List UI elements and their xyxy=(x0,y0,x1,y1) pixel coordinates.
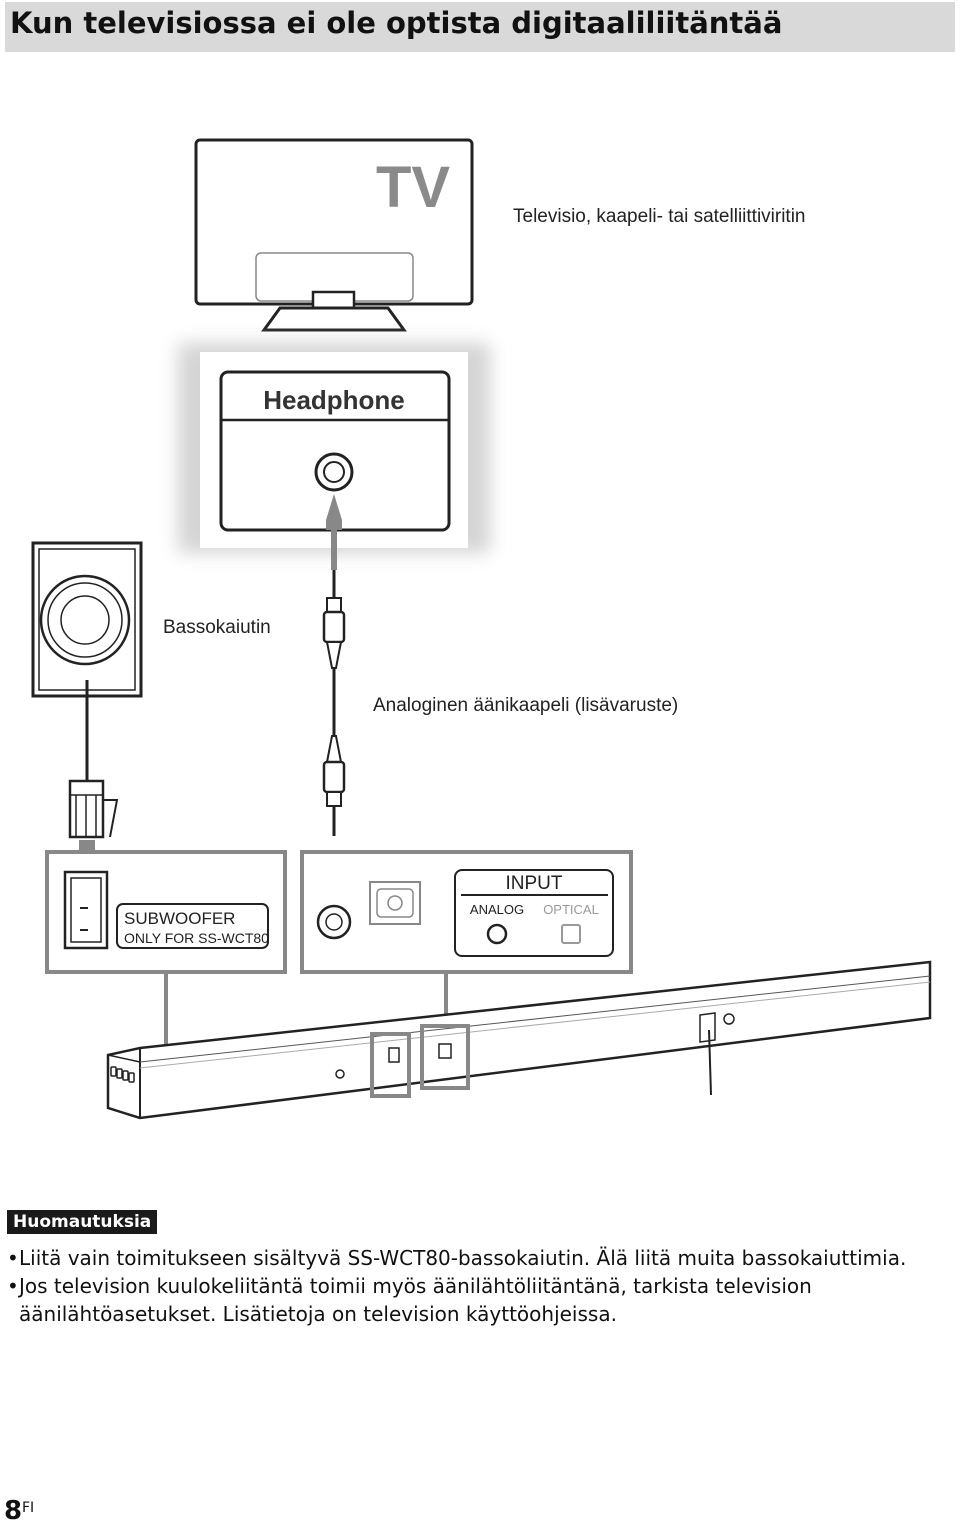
tv-label: Televisio, kaapeli- tai satelliittivirit… xyxy=(513,206,806,227)
subwoofer-label: Bassokaiutin xyxy=(163,617,271,638)
subwoofer-port-panel: SUBWOOFER ONLY FOR SS-WCT80 xyxy=(45,850,287,974)
note-item: Liitä vain toimitukseen sisältyvä SS-WCT… xyxy=(7,1244,953,1272)
subwoofer-illustration xyxy=(31,541,143,782)
section-title: Kun televisiossa ei ole optista digitaal… xyxy=(10,6,783,40)
section-header xyxy=(5,2,955,52)
tv-logo: TV xyxy=(376,155,450,220)
tv-illustration: TV xyxy=(194,138,474,332)
headphone-label: Headphone xyxy=(263,385,405,415)
optical-label: OPTICAL xyxy=(543,902,599,917)
page-number: 8 xyxy=(4,1496,23,1526)
subwoofer-plug-icon xyxy=(68,779,119,839)
input-label: INPUT xyxy=(506,873,563,894)
soundbar-illustration xyxy=(106,960,932,1120)
sub-port-line2: ONLY FOR SS-WCT80 xyxy=(124,930,269,946)
optical-port-icon xyxy=(369,881,421,925)
cable-label: Analoginen äänikaapeli (lisävaruste) xyxy=(373,695,678,716)
notes-list: Liitä vain toimitukseen sisältyvä SS-WCT… xyxy=(7,1244,953,1328)
analog-label: ANALOG xyxy=(470,902,524,917)
input-port-panel: INPUT ANALOG OPTICAL xyxy=(300,850,633,974)
sub-port-line1: SUBWOOFER xyxy=(124,909,235,928)
analog-cable-illustration xyxy=(322,494,346,836)
page-language: FI xyxy=(22,1500,35,1516)
notes-heading: Huomautuksia xyxy=(7,1210,158,1234)
note-item: Jos television kuulokeliitäntä toimii my… xyxy=(7,1272,953,1328)
